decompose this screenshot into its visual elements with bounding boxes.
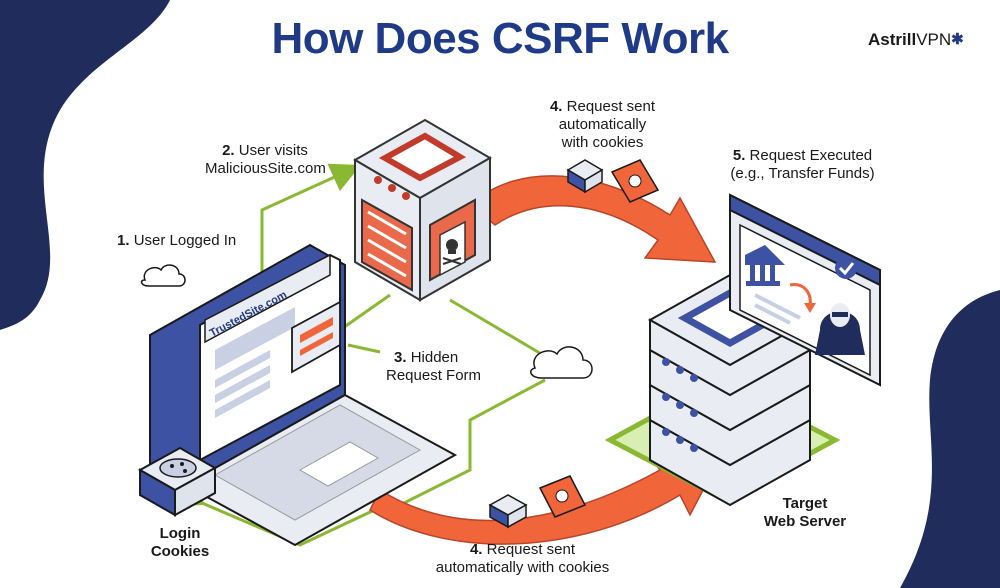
step-5-text: Request Executed <box>749 147 873 164</box>
target-server-label: Target Web Server <box>755 495 855 531</box>
step-3-text: Hidden <box>410 349 459 366</box>
connector-form-to-malicious <box>339 293 391 332</box>
skull-icon <box>442 239 462 265</box>
brand-suffix: VPN <box>916 30 952 49</box>
step-4-top-line3: with cookies <box>561 134 644 151</box>
transfer-screen-icon <box>729 193 881 387</box>
bottom-cookie-icon <box>488 494 528 529</box>
top-dollar-bill-icon <box>610 159 660 203</box>
step-2-number: 2. <box>222 142 235 159</box>
brand-name: Astrill <box>868 30 917 49</box>
step-2-site: MaliciousSite.com <box>205 160 326 177</box>
step-2-label: 2. User visits MaliciousSite.com <box>205 142 326 178</box>
connector-cookies-to-bottom <box>172 479 386 547</box>
step-5-number: 5. <box>732 147 746 164</box>
login-cookies-icon <box>137 446 218 517</box>
step-4-bottom-line2: automatically with cookies <box>435 559 610 576</box>
cloud-icon <box>140 264 186 287</box>
step-4-top-number: 4. <box>549 98 563 115</box>
step-3-label: 3. Hidden Request Form <box>386 349 481 385</box>
bottom-arrow <box>369 447 727 545</box>
brand-logo: AstrillVPN✱ <box>868 30 964 50</box>
step-3-line2: Request Form <box>386 367 482 384</box>
step-4-top-line2: automatically <box>558 116 647 133</box>
login-cookies-line1: Login <box>159 525 201 542</box>
target-server-line1: Target <box>782 495 828 512</box>
step-1-text: User Logged In <box>133 232 237 249</box>
step-1-number: 1. <box>117 232 130 249</box>
connector-cloud-to-bottom <box>389 378 546 512</box>
bottom-right-shape <box>900 290 1000 588</box>
bank-icon <box>745 245 785 286</box>
page-title: How Does CSRF Work <box>271 14 729 63</box>
step-5-label: 5. Request Executed (e.g., Transfer Fund… <box>715 147 890 183</box>
step-1-label: 1. User Logged In <box>117 232 236 250</box>
brand-star-icon: ✱ <box>951 31 964 48</box>
login-cookies-label: Login Cookies <box>135 525 225 561</box>
target-server-line2: Web Server <box>763 513 847 530</box>
transfer-arrow <box>789 283 812 306</box>
step-3-number: 3. <box>394 349 407 366</box>
step-4-top-label: 4. Request sent automatically with cooki… <box>535 98 670 152</box>
top-arrow <box>468 175 717 263</box>
step-4-bottom-label: 4. Request sent automatically with cooki… <box>420 541 625 577</box>
bottom-dollar-bill-icon <box>538 475 587 518</box>
top-left-shape <box>0 0 170 330</box>
connector-laptop-to-malicious <box>260 163 361 290</box>
step-2-text: User visits <box>238 142 308 159</box>
checkmark-icon <box>835 257 857 279</box>
step-4-top-text: Request sent <box>566 98 656 115</box>
malicious-server-icon <box>353 118 492 302</box>
connector-label3 <box>347 343 381 354</box>
step-5-line2: (e.g., Transfer Funds) <box>730 165 875 182</box>
top-cookie-icon <box>566 159 604 194</box>
hidden-form-icon <box>291 300 341 374</box>
login-cookies-line2: Cookies <box>150 543 210 560</box>
cookie-icon <box>159 458 197 478</box>
step-4-bottom-text: Request sent <box>486 541 576 558</box>
hacker-icon <box>815 303 865 355</box>
target-server-icon <box>604 273 841 507</box>
step-4-bottom-number: 4. <box>469 541 483 558</box>
cloud-icon-middle <box>530 346 593 379</box>
